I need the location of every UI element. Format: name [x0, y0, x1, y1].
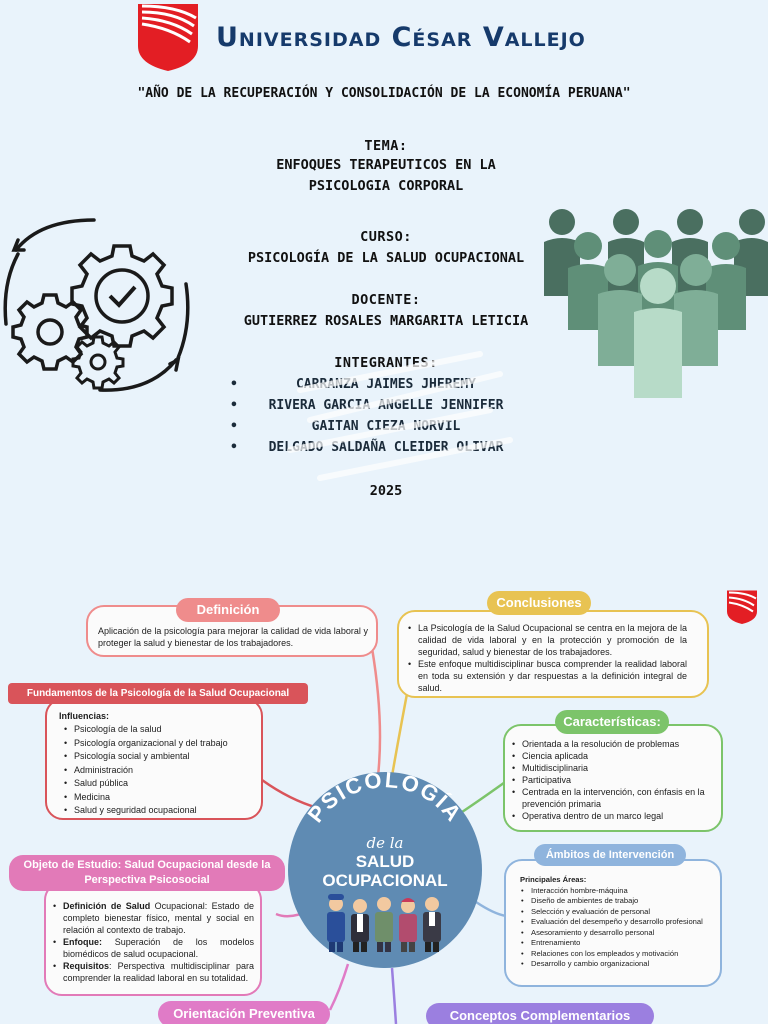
objeto-title: Objeto de Estudio: Salud Ocupacional des… [9, 855, 285, 891]
gears-cycle-icon [3, 218, 190, 392]
caracteristicas-box: Orientada a la resolución de problemas C… [503, 724, 723, 832]
fundamentos-subtitle: Influencias: [59, 711, 110, 721]
objeto-item: Enfoque: Superación de los modelos biomé… [52, 936, 254, 960]
center-line-2: de la [366, 834, 404, 852]
ambito-item: Evaluación del desempeño y desarrollo pr… [520, 917, 712, 928]
center-line-1: PSICOLOGÍA [303, 772, 466, 827]
conclusiones-box: La Psicología de la Salud Ocupacional se… [397, 610, 709, 698]
objeto-item-bold: Definición de Salud [63, 901, 151, 911]
caracteristica-item: Ciencia aplicada [511, 750, 715, 762]
center-line-4: OCUPACIONAL [322, 871, 448, 890]
objeto-item-bold: Requisitos [63, 961, 110, 971]
ambito-item: Desarrollo y cambio organizacional [520, 959, 712, 970]
tema-line-2: PSICOLOGIA CORPORAL [308, 178, 464, 194]
objeto-item-bold: Enfoque: [63, 937, 102, 947]
influencia-item: Psicología organizacional y del trabajo [63, 737, 253, 751]
ambitos-box: Principales Áreas: Interacción hombre-má… [504, 859, 722, 987]
influencia-item: Psicología de la salud [63, 723, 253, 737]
conclusiones-title: Conclusiones [487, 591, 591, 615]
ambito-item: Selección y evaluación de personal [520, 907, 712, 918]
ambito-item: Interacción hombre-máquina [520, 886, 712, 897]
definicion-text: Aplicación de la psicología para mejorar… [98, 626, 368, 648]
ambitos-title: Ámbitos de Intervención [534, 844, 686, 866]
objeto-box: Definición de Salud Ocupacional: Estado … [44, 882, 262, 996]
ambito-item: Asesoramiento y desarrollo personal [520, 928, 712, 939]
center-title-arc: PSICOLOGÍA [303, 772, 468, 827]
integrante-item: RIVERA GARCIA ANGELLE JENNIFER [226, 395, 546, 416]
tema-label: TEMA: [364, 138, 408, 154]
objeto-item: Requisitos: Perspectiva multidisciplinar… [52, 960, 254, 984]
people-group-icon [544, 209, 768, 398]
objeto-item-text: Ocupacional: Estado de completo bienesta… [63, 901, 254, 935]
conceptos-title: Conceptos Complementarios [426, 1003, 654, 1024]
curso-value: PSICOLOGÍA DE LA SALUD OCUPACIONAL [247, 250, 525, 266]
university-name: Universidad César Vallejo [216, 22, 586, 53]
influencia-item: Psicología social y ambiental [63, 750, 253, 764]
caracteristica-item: Multidisciplinaria [511, 762, 715, 774]
influencia-item: Salud pública [63, 777, 253, 791]
year-title: "AÑO DE LA RECUPERACIÓN Y CONSOLIDACIÓN … [137, 86, 631, 101]
objeto-item-text: Superación de los modelos biomédicos de … [63, 937, 254, 959]
ambito-item: Relaciones con los empleados y motivació… [520, 949, 712, 960]
tema-line-1: ENFOQUES TERAPEUTICOS EN LA [276, 157, 496, 173]
ambitos-subtitle: Principales Áreas: [520, 875, 587, 884]
docente-value: GUTIERREZ ROSALES MARGARITA LETICIA [243, 313, 529, 329]
ambito-item: Entrenamiento [520, 938, 712, 949]
influencia-item: Medicina [63, 791, 253, 805]
ucv-logo [138, 4, 198, 71]
caracteristica-item: Participativa [511, 774, 715, 786]
definicion-title: Definición [176, 598, 280, 622]
ucv-logo-small [727, 590, 757, 624]
caracteristicas-title: Características: [555, 710, 669, 734]
svg-text:PSICOLOGÍA: PSICOLOGÍA [303, 772, 468, 827]
workers-illustration [327, 894, 441, 952]
caracteristica-item: Centrada en la intervención, con énfasis… [511, 786, 715, 810]
center-topic: PSICOLOGÍA de la SALUD OCUPACIONAL [288, 772, 482, 968]
ambito-item: Diseño de ambientes de trabajo [520, 896, 712, 907]
orientacion-title: Orientación Preventiva [158, 1001, 330, 1024]
brush-stroke-decoration [287, 351, 513, 481]
objeto-item: Definición de Salud Ocupacional: Estado … [52, 900, 254, 936]
influencia-item: Salud y seguridad ocupacional [63, 804, 253, 818]
year-value: 2025 [369, 483, 403, 499]
conclusion-item: Este enfoque multidisciplinar busca comp… [407, 658, 687, 694]
center-line-3: SALUD [355, 852, 415, 871]
docente-label: DOCENTE: [351, 292, 421, 308]
caracteristica-item: Orientada a la resolución de problemas [511, 738, 715, 750]
influencia-item: Administración [63, 764, 253, 778]
objeto-item-text: : Perspectiva multidisciplinar para comp… [63, 961, 254, 983]
fundamentos-title: Fundamentos de la Psicología de la Salud… [8, 683, 308, 704]
caracteristica-item: Operativa dentro de un marco legal [511, 810, 715, 822]
conclusion-item: La Psicología de la Salud Ocupacional se… [407, 622, 687, 658]
curso-label: CURSO: [360, 229, 412, 245]
fundamentos-box: Influencias: Psicología de la salud Psic… [45, 698, 263, 820]
